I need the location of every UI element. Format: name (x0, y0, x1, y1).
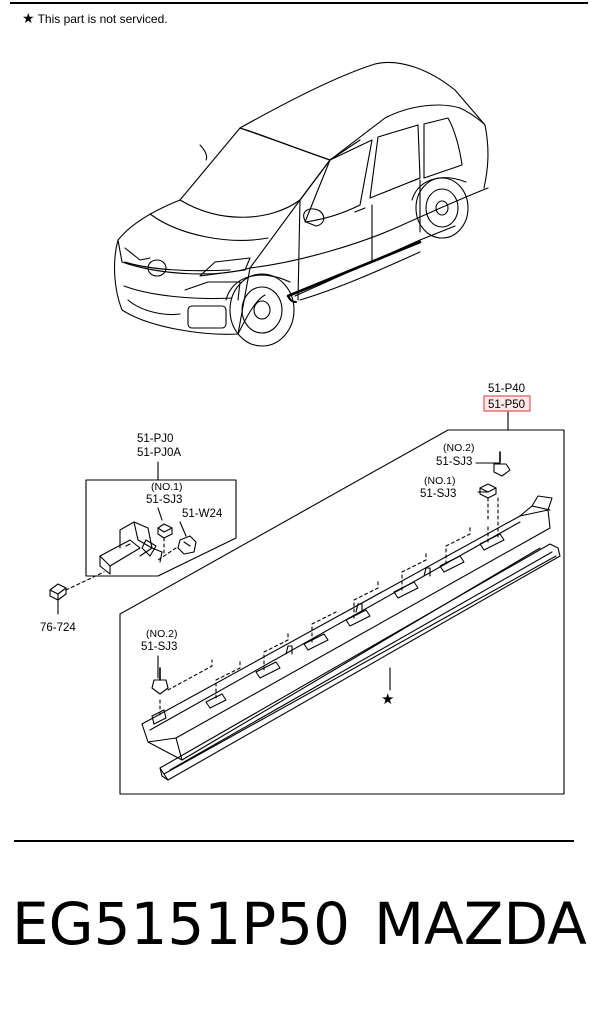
callout-51-w24: 51-W24 (182, 508, 223, 520)
not-serviced-note: ★This part is not serviced. (22, 10, 168, 27)
callout-no2-left: (NO.2) (146, 628, 178, 640)
callout-51-sj3-left: 51-SJ3 (141, 641, 177, 653)
part-number: EG5151P50 (12, 890, 350, 958)
callout-no1-mid: (NO.1) (424, 475, 456, 487)
parts-diagram: 51-P40 51-P50 51-PJ0 51-PJ0A (NO.1) 51-S… (40, 61, 565, 795)
brand-name: MAZDA (374, 890, 587, 958)
callout-51-pj0: 51-PJ0 (137, 433, 173, 445)
star-icon: ★ (22, 10, 35, 26)
note-text: This part is not serviced. (37, 12, 168, 26)
callout-76-724: 76-724 (40, 622, 76, 634)
callout-51-p50: 51-P50 (488, 399, 525, 411)
callout-51-pj0a: 51-PJ0A (137, 447, 181, 459)
side-garnish-moulding (141, 495, 561, 781)
top-rule (10, 2, 588, 4)
callout-51-sj3-bracket: 51-SJ3 (146, 494, 182, 506)
clip-no1-mid (479, 483, 497, 499)
bracket-detail-frame (85, 461, 237, 577)
callout-no2-top: (NO.2) (443, 442, 475, 454)
callout-51-sj3-mid: 51-SJ3 (420, 488, 456, 500)
highlight-box (483, 395, 531, 412)
clip-51-w24 (177, 535, 197, 555)
bolt-76-724 (49, 583, 67, 601)
callout-no1-bracket: (NO.1) (151, 481, 183, 493)
mounting-bracket (99, 521, 163, 575)
callout-51-p40: 51-P40 (488, 383, 525, 395)
clip-no2-left (151, 667, 169, 695)
not-serviced-star-mark: ★ (381, 691, 394, 708)
clip-nut-no1-bracket (157, 523, 173, 539)
garnish-assembly-frame (119, 411, 565, 795)
clip-no2-top (493, 451, 511, 477)
vehicle-illustration (114, 61, 489, 347)
callout-51-sj3-top: 51-SJ3 (436, 456, 472, 468)
bottom-rule (14, 840, 574, 842)
